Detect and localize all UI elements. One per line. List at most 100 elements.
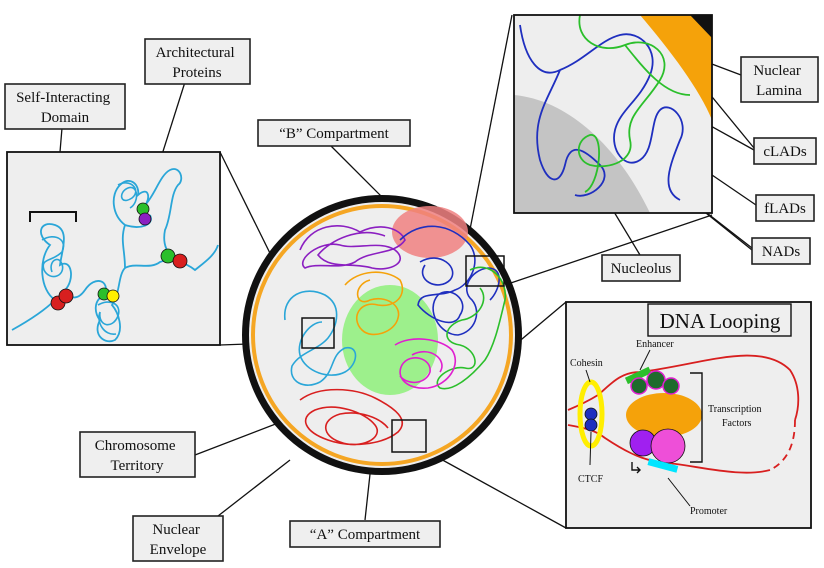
envelope-label-box <box>132 515 224 562</box>
territory-label-box <box>79 431 196 478</box>
nucleolus-region <box>514 95 650 213</box>
tf-pink <box>650 428 686 464</box>
dna-looping-link-bottom <box>427 451 567 529</box>
transcription-factor-orange <box>626 393 702 437</box>
arch-protein-purple-top <box>138 212 152 226</box>
envelope-label-line2: Envelope <box>150 542 207 558</box>
flads-label: fLADs <box>764 201 806 217</box>
lamina-label: Nuclear Lamina <box>753 63 804 99</box>
arch-label-box <box>144 38 251 85</box>
tf-label-line2: Factors <box>722 418 752 429</box>
flads-callout: fLADs <box>755 194 815 222</box>
nucleolus-label: Nucleolus <box>611 261 672 277</box>
dna-loop-dashed <box>769 419 796 471</box>
ctcf-top <box>584 407 598 421</box>
lamina-label-line2: Lamina <box>756 83 802 99</box>
lamina-marker-box <box>465 255 505 287</box>
chromatin-blue <box>399 225 500 336</box>
clads-label: cLADs <box>763 144 806 160</box>
ctcf-bottom <box>584 418 598 432</box>
dna-looping-title: DNA Looping <box>660 309 781 333</box>
lamina-label-box <box>740 56 819 103</box>
a-comp-label-box <box>289 520 441 548</box>
sid-domain-knot-1 <box>41 236 65 278</box>
lad-chromatin-blue <box>519 24 684 201</box>
top-inset-link-right <box>504 214 713 286</box>
sid-label-line1: Self-Interacting <box>16 90 111 106</box>
enhancer-label: Enhancer <box>636 339 674 350</box>
lad-chromatin-green <box>577 15 691 193</box>
nuclear-lamina-callout: Nuclear Lamina <box>740 56 819 103</box>
tf-label: Transcription Factors <box>708 404 764 429</box>
chromatin-cyan <box>284 290 357 386</box>
b-comp-label: “B” Compartment <box>279 126 389 142</box>
sid-domain-knot-3 <box>117 182 138 209</box>
sid-label-line2: Domain <box>41 110 90 126</box>
chromatin-green <box>436 266 507 390</box>
promoter-pointer <box>667 477 691 507</box>
b-compartment-callout: “B” Compartment <box>257 119 411 147</box>
envelope-label-line1: Nuclear <box>152 522 199 538</box>
top-inset-link-left <box>464 14 513 256</box>
sid-inset-frame <box>6 151 221 346</box>
dna-looping-inset: DNA Looping Cohesin CTCF Enhancer Promot… <box>565 301 812 529</box>
promoter-arrow <box>631 462 641 474</box>
nucleolus-callout: Nucleolus <box>601 254 681 282</box>
lamina-label-line1: Nuclear <box>753 63 800 79</box>
arch-label: Architectural Proteins <box>156 45 239 81</box>
chromatin-red <box>299 388 404 446</box>
sid-domain-knot-2 <box>97 301 120 335</box>
a-compartment-region <box>342 285 438 395</box>
territory-label: Chromosome Territory <box>95 438 180 474</box>
a-compartment-callout: “A” Compartment <box>289 520 441 548</box>
arch-protein-red-right <box>172 253 188 269</box>
a-comp-label: “A” Compartment <box>310 527 421 543</box>
sid-bracket <box>29 211 77 222</box>
envelope-label: Nuclear Envelope <box>150 522 207 558</box>
lamina-band <box>640 15 712 120</box>
chromosome-territory-callout: Chromosome Territory <box>79 431 196 478</box>
promoter-segment <box>647 458 679 473</box>
flads-label-box <box>755 194 815 222</box>
b-comp-label-box <box>257 119 411 147</box>
nucleolus-label-box <box>601 254 681 282</box>
enhancer-protein-3 <box>662 377 680 395</box>
clads-label-box <box>753 137 817 165</box>
b-compartment-region <box>392 206 468 258</box>
sid-label: Self-Interacting Domain <box>16 90 114 126</box>
lad-inset-border <box>513 14 713 214</box>
tf-bracket <box>690 372 703 463</box>
nads-label: NADs <box>762 244 800 260</box>
cohesin-label: Cohesin <box>570 358 603 369</box>
arch-protein-yellow-mid <box>106 289 120 303</box>
cohesin-pointer <box>585 369 591 383</box>
dna-loop-strand-top <box>567 354 800 421</box>
chromatin-purple <box>299 224 406 270</box>
tf-label-line1: Transcription <box>708 404 762 415</box>
dna-looping-title-box <box>647 303 792 337</box>
callouts: Self-Interacting Domain Architectural Pr… <box>4 38 819 562</box>
self-interacting-domain-callout: Self-Interacting Domain <box>4 83 126 130</box>
chromatin-orange <box>344 271 404 336</box>
nuclear-lamina-ring <box>251 204 513 466</box>
nads-callout: NADs <box>751 237 811 265</box>
nucleus <box>242 195 522 475</box>
arch-label-line2: Proteins <box>172 65 221 81</box>
nuclear-envelope-callout: Nuclear Envelope <box>132 515 224 562</box>
promoter-label: Promoter <box>690 506 728 517</box>
arch-label-line1: Architectural <box>156 45 235 61</box>
ctcf-pointer <box>589 431 592 466</box>
envelope-corner <box>690 15 712 38</box>
enhancer-pointer <box>639 349 651 371</box>
chromatin-magenta <box>394 338 457 389</box>
territory-label-line1: Chromosome <box>95 438 176 454</box>
looping-marker-box <box>391 419 427 453</box>
clads-callout: cLADs <box>753 137 817 165</box>
ctcf-label: CTCF <box>578 474 603 485</box>
architectural-proteins-callout: Architectural Proteins <box>144 38 251 85</box>
enhancer-segment <box>624 366 652 385</box>
nads-label-box <box>751 237 811 265</box>
territory-marker-box <box>301 317 335 349</box>
arch-protein-red-left-2 <box>58 288 74 304</box>
